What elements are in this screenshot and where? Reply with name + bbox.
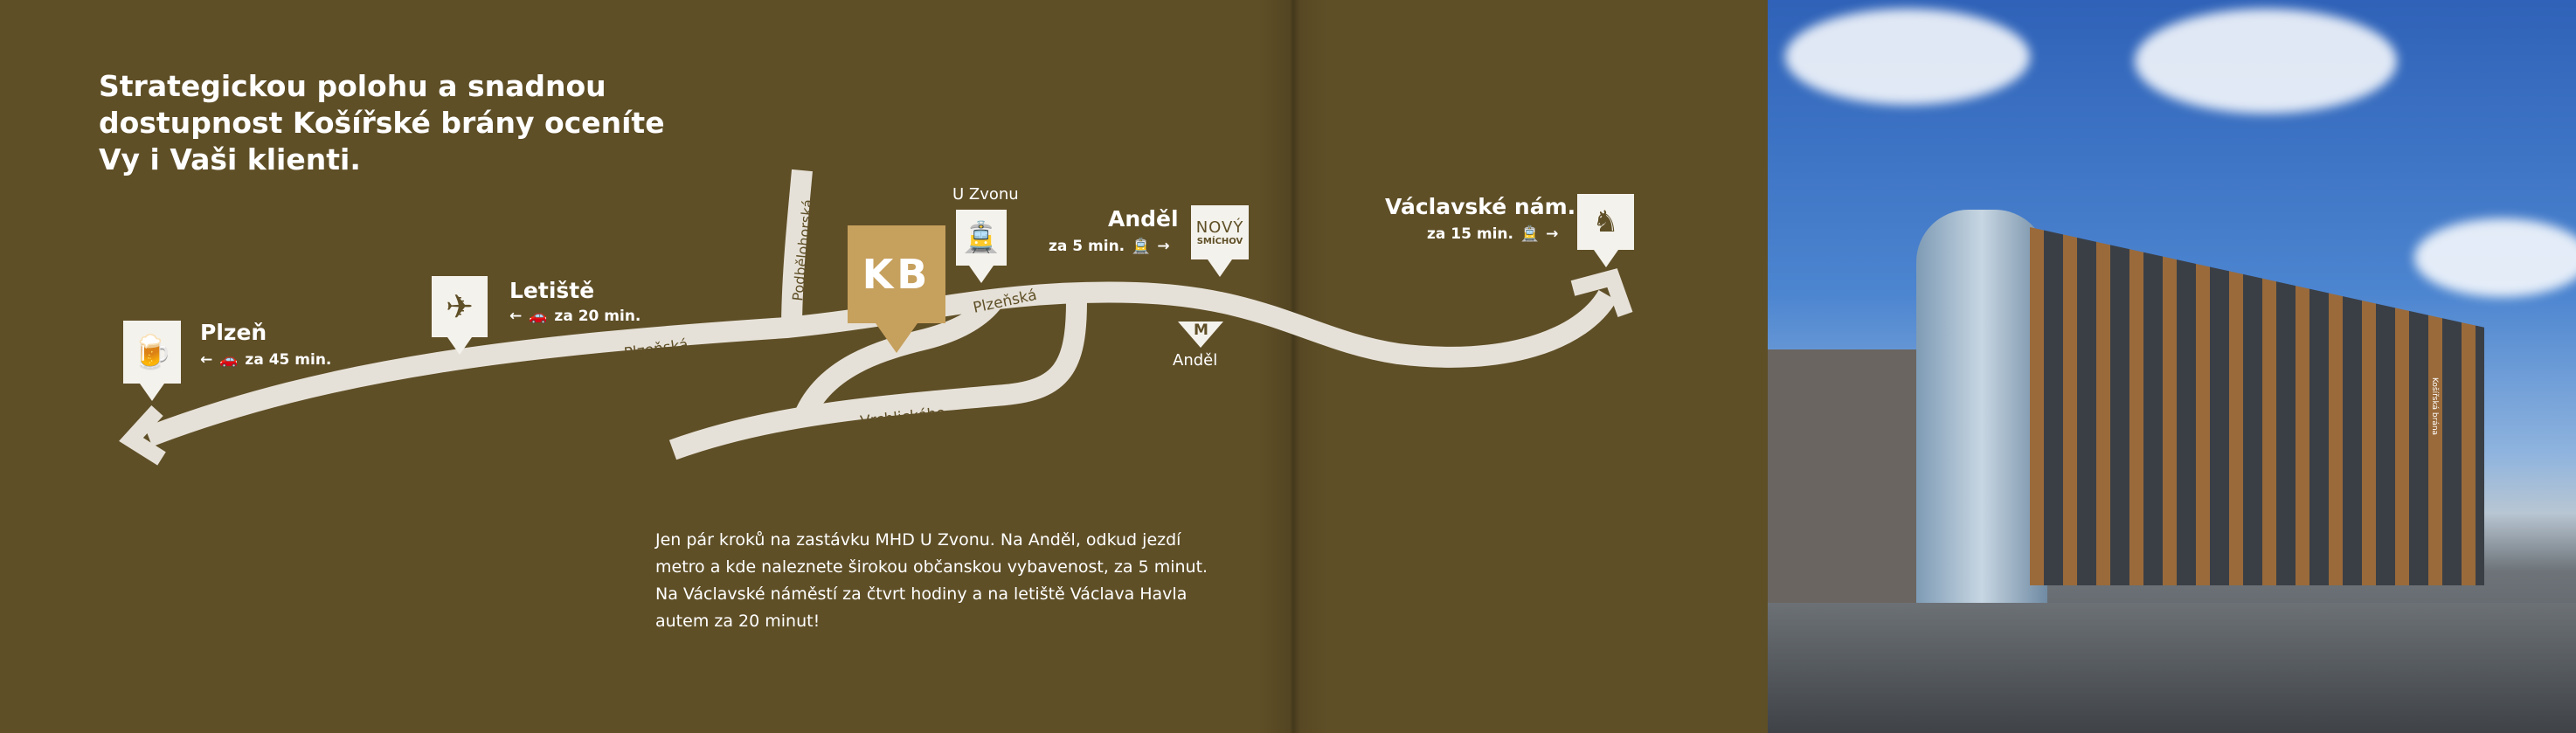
novy-smichov-pin: NOVÝ SMÍCHOV bbox=[1191, 205, 1249, 259]
statue-icon: ♞ bbox=[1592, 204, 1619, 239]
plzen-pin: 🍺 bbox=[123, 321, 181, 384]
road-vrchlickeho bbox=[668, 301, 1087, 460]
headline-line: Vy i Vaši klienti. bbox=[99, 142, 361, 176]
headline: Strategickou polohu a snadnou dostupnost… bbox=[99, 68, 710, 178]
andel-metro-label: Anděl bbox=[1173, 351, 1218, 370]
car-icon: 🚗 bbox=[219, 351, 239, 369]
street bbox=[1768, 603, 2576, 733]
vaclavske-pin: ♞ bbox=[1577, 194, 1634, 250]
building-sign: Košířská brána bbox=[2430, 377, 2440, 436]
neighbour-building bbox=[1768, 349, 1916, 612]
letiste-label: Letiště bbox=[509, 278, 595, 303]
tram-icon: 🚊 bbox=[1132, 238, 1151, 255]
u-zvonu-label: U Zvonu bbox=[952, 185, 1019, 204]
arrow-right-icon: → bbox=[1157, 238, 1170, 255]
arrow-left-icon: ← bbox=[509, 308, 523, 325]
plzen-label: Plzeň bbox=[200, 320, 267, 345]
car-icon: 🚗 bbox=[529, 308, 548, 325]
kb-logo: KB bbox=[862, 251, 931, 298]
glass-tower bbox=[1916, 210, 2047, 603]
metro-icon: M bbox=[1178, 322, 1223, 348]
kosirska-brana-logo-pin: KB bbox=[848, 225, 945, 323]
vaclavske-label: Václavské nám. bbox=[1385, 194, 1576, 219]
page-fold bbox=[1258, 0, 1328, 733]
vaclavske-time: za 15 min.🚊→ bbox=[1427, 225, 1559, 243]
map-spread: Plzeňská Plzeňská Podbělohorská Vrchlick… bbox=[0, 0, 1768, 733]
letiste-time: ←🚗za 20 min. bbox=[509, 308, 641, 325]
arrow-east bbox=[1570, 268, 1633, 318]
letiste-pin: ✈ bbox=[432, 276, 488, 337]
description-paragraph: Jen pár kroků na zastávku MHD U Zvonu. N… bbox=[655, 530, 1208, 631]
beer-icon: 🍺 bbox=[131, 332, 173, 371]
headline-line: dostupnost Košířské brány oceníte bbox=[99, 106, 665, 140]
tram-icon: 🚊 bbox=[1520, 225, 1540, 243]
airplane-icon: ✈ bbox=[446, 287, 474, 326]
building-facade bbox=[2030, 227, 2484, 585]
u-zvonu-pin: 🚊 bbox=[956, 210, 1007, 266]
tram-icon: 🚊 bbox=[962, 220, 1001, 255]
arrow-right-icon: → bbox=[1546, 225, 1559, 243]
andel-time: za 5 min.🚊→ bbox=[1049, 238, 1170, 255]
arrow-left-icon: ← bbox=[200, 351, 213, 369]
arrow-west bbox=[119, 405, 166, 466]
headline-line: Strategickou polohu a snadnou bbox=[99, 69, 606, 103]
road-plzenska bbox=[144, 281, 1617, 447]
road-podbelohorska bbox=[781, 169, 813, 331]
building-photo: Košířská brána bbox=[1768, 0, 2576, 733]
plzen-time: ←🚗za 45 min. bbox=[200, 351, 332, 369]
andel-label: Anděl bbox=[1108, 206, 1179, 232]
novy-smichov-logo: SMÍCHOV bbox=[1196, 237, 1243, 246]
novy-smichov-logo: NOVÝ bbox=[1195, 218, 1244, 237]
